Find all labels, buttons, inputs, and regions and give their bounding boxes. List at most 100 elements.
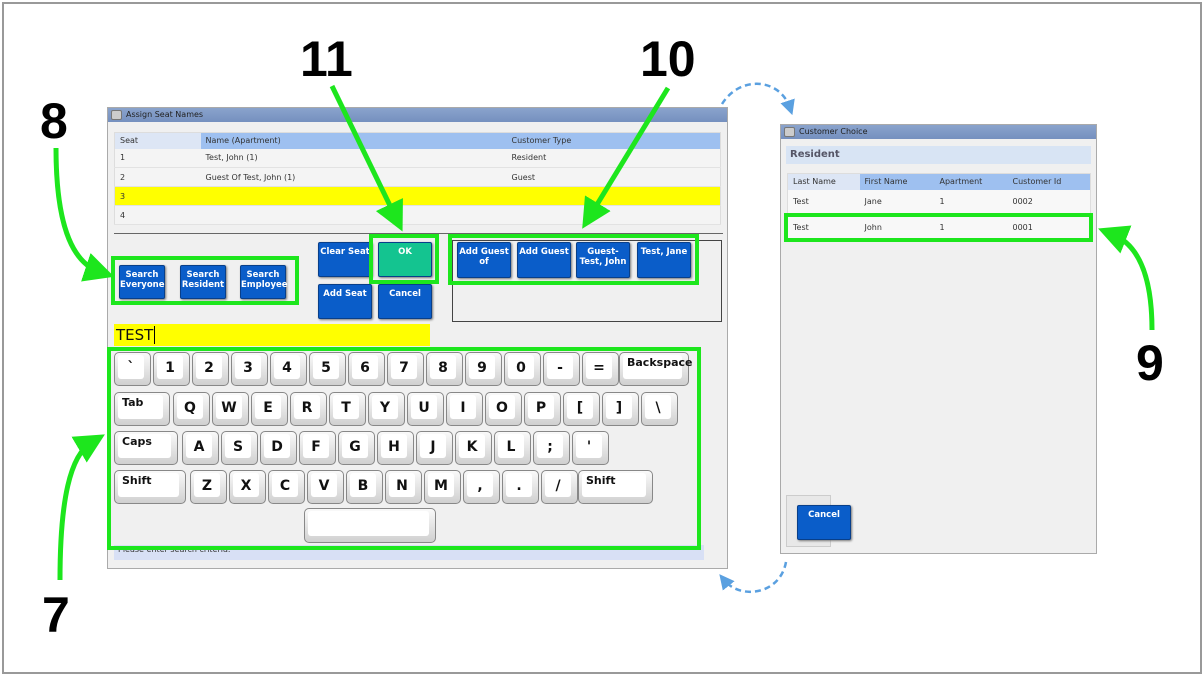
key-label: C [272,473,298,497]
key[interactable]: C [268,470,305,504]
key[interactable]: I [446,392,483,426]
key-label: L [498,434,524,458]
key-label: Shift [118,473,179,497]
key[interactable]: Y [368,392,405,426]
ok-button[interactable]: OK [378,242,432,277]
key-label: Backspace [623,355,692,379]
key[interactable]: T [329,392,366,426]
key[interactable]: 3 [231,352,268,386]
key[interactable]: ; [533,431,570,465]
key[interactable]: S [221,431,258,465]
key[interactable]: / [541,470,578,504]
key[interactable]: B [346,470,383,504]
key[interactable]: ` [114,352,151,386]
key[interactable]: F [299,431,336,465]
cell: 0002 [1007,189,1091,215]
key[interactable]: 7 [387,352,424,386]
key[interactable]: Shift [114,470,186,504]
cancel-button[interactable]: Cancel [378,284,432,319]
table-row-selected[interactable]: 3 [114,186,721,206]
key[interactable]: 2 [192,352,229,386]
key[interactable]: N [385,470,422,504]
key-label: / [545,473,571,497]
callout-7: 7 [42,587,70,643]
key[interactable]: O [485,392,522,426]
key[interactable]: U [407,392,444,426]
add-guest-button[interactable]: Add Guest [517,242,571,278]
key[interactable]: ' [572,431,609,465]
key[interactable]: \ [641,392,678,426]
guest-test-john-button[interactable]: Guest-Test, John [576,242,630,278]
key-label: ' [576,434,602,458]
key[interactable]: 5 [309,352,346,386]
add-seat-button[interactable]: Add Seat [318,284,372,319]
col-seat[interactable]: Seat [114,132,201,149]
key[interactable]: 6 [348,352,385,386]
key[interactable]: E [251,392,288,426]
key[interactable]: . [502,470,539,504]
key[interactable]: G [338,431,375,465]
key[interactable]: L [494,431,531,465]
key-label: Z [194,473,220,497]
key[interactable]: , [463,470,500,504]
cell: 1 [934,214,1008,240]
key[interactable]: 1 [153,352,190,386]
name-cell: Test, John (1) [200,148,507,168]
cancel-button[interactable]: Cancel [797,505,851,540]
key[interactable]: [ [563,392,600,426]
add-guest-of-button[interactable]: Add Guest of [457,242,511,278]
key[interactable]: Q [173,392,210,426]
search-input[interactable]: TEST [114,324,430,346]
highlight-customer-row [784,213,1093,242]
key[interactable]: - [543,352,580,386]
key-label: R [294,395,320,419]
col-last-name[interactable]: Last Name [787,173,860,190]
key[interactable]: K [455,431,492,465]
section-header: Resident [786,146,1091,164]
key-label: W [216,395,242,419]
key[interactable]: Tab [114,392,170,426]
key[interactable]: Caps [114,431,178,465]
key[interactable]: 8 [426,352,463,386]
test-jane-button[interactable]: Test, Jane [637,242,691,278]
key[interactable]: M [424,470,461,504]
col-apartment[interactable]: Apartment [934,173,1008,190]
key[interactable]: ] [602,392,639,426]
key-label: V [311,473,337,497]
search-resident-button[interactable]: Search Resident [180,265,226,299]
key-label: F [303,434,329,458]
key[interactable]: X [229,470,266,504]
type-cell: Guest [506,167,721,187]
key[interactable]: 0 [504,352,541,386]
key[interactable]: Shift [578,470,653,504]
search-employee-button[interactable]: Search Employee [240,265,288,299]
key[interactable]: W [212,392,249,426]
col-name[interactable]: Name (Apartment) [200,132,507,149]
col-first-name[interactable]: First Name [859,173,935,190]
key[interactable]: R [290,392,327,426]
key[interactable]: Backspace [619,352,692,386]
key[interactable]: Z [190,470,227,504]
key[interactable]: D [260,431,297,465]
space-key[interactable] [304,508,436,543]
clear-seat-button[interactable]: Clear Seat [318,242,372,277]
key[interactable]: H [377,431,414,465]
cell: Test [787,214,860,240]
key[interactable]: 4 [270,352,307,386]
col-type[interactable]: Customer Type [506,132,721,149]
key[interactable]: = [582,352,619,386]
key-label: 2 [196,355,222,379]
key[interactable]: A [182,431,219,465]
key[interactable]: J [416,431,453,465]
key[interactable]: 9 [465,352,502,386]
table-row[interactable]: 4 [114,205,721,225]
key[interactable]: P [524,392,561,426]
key[interactable]: V [307,470,344,504]
search-everyone-button[interactable]: Search Everyone [119,265,165,299]
col-customer-id[interactable]: Customer Id [1007,173,1091,190]
